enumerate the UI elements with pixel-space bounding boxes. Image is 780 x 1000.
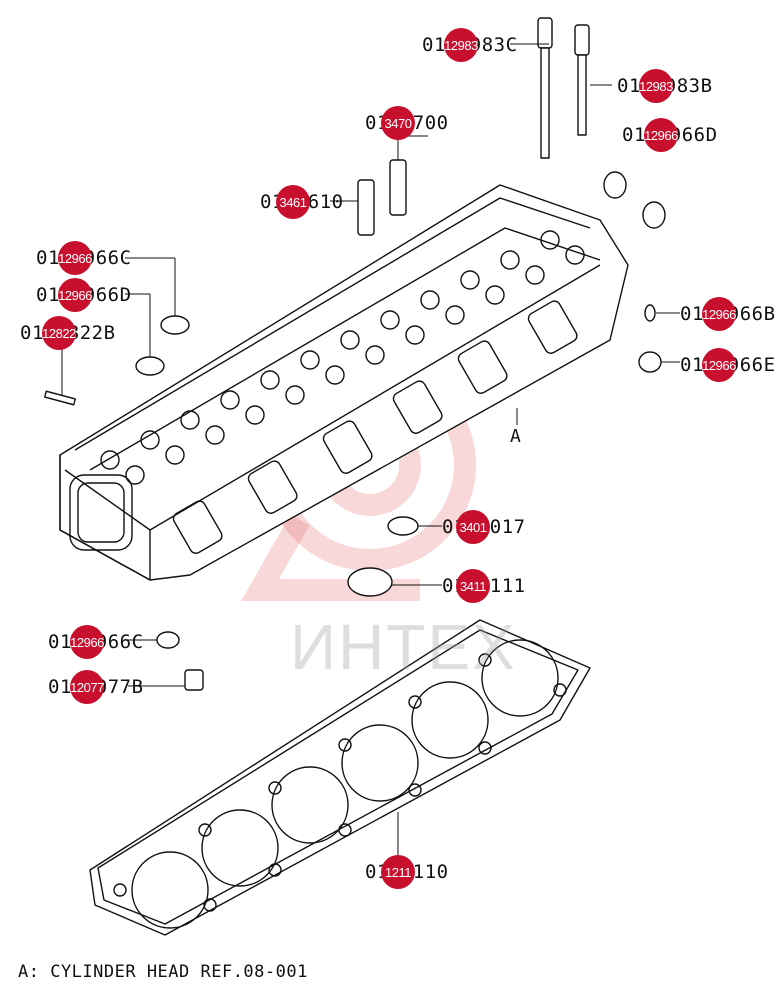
cylinder-head [59,184,629,581]
callout-washer-right-top[interactable]: 0112966D 12966 [622,118,718,152]
washer-bottom-part [156,631,180,649]
head-bolt-long-part [537,17,553,159]
reference-note: A: CYLINDER HEAD REF.08-001 [18,962,308,982]
callout-head-bolt-short[interactable]: 0112983B 12983 [617,69,713,103]
stud-left-part [44,390,76,406]
callout-washer-left-lower[interactable]: 0112966D 12966 [36,278,132,312]
callout-stud-left[interactable]: 0112822B 12822 [20,316,116,350]
intake-ports [172,300,578,554]
callout-washer-bottom[interactable]: 0112966C 12966 [48,625,144,659]
watermark-text: ИНТЕХ [290,611,517,683]
washer-right-lower-part [638,351,662,373]
part-badge[interactable]: 12966 [58,241,92,275]
part-badge[interactable]: 3401 [456,510,490,544]
washer-left-lower-part [135,356,165,376]
head-bolt-short-part [574,24,590,136]
callout-washer-right-lower[interactable]: 0112966E 12966 [680,348,776,382]
plug-right-part [644,304,656,322]
callout-washer-left-upper[interactable]: 0112966C 12966 [36,241,132,275]
part-badge[interactable]: 12966 [58,278,92,312]
callout-head-gasket[interactable]: 0112110 1211 [365,855,449,889]
part-badge[interactable]: 3470 [381,106,415,140]
part-badge[interactable]: 1211 [381,855,415,889]
pipe-upper-part [389,159,407,216]
bolt-bottom-part [184,669,204,691]
part-badge[interactable]: 12966 [644,118,678,152]
callout-pipe-lower[interactable]: 0134610 3461 [260,185,344,219]
part-badge[interactable]: 12983 [444,28,478,62]
leader-lines [61,43,680,856]
callout-plug-right[interactable]: 0112966B 12966 [680,297,776,331]
part-badge[interactable]: 3411 [456,569,490,603]
reference-letter-label: A [510,426,521,447]
seal-large-part [347,567,393,597]
callout-seal-small[interactable]: 0134017 3401 [442,510,526,544]
valve-ports [100,230,585,485]
washer-right-top-part [603,171,627,199]
callout-pipe-upper[interactable]: 0134700 3470 [365,106,449,140]
part-badge[interactable]: 12966 [70,625,104,659]
part-badge[interactable]: 12077 [70,670,104,704]
part-badge[interactable]: 12966 [702,348,736,382]
pipe-lower-part [357,179,375,236]
callout-bolt-bottom[interactable]: 0112077B 12077 [48,670,144,704]
part-badge[interactable]: 12822 [42,316,76,350]
part-badge[interactable]: 12966 [702,297,736,331]
part-badge[interactable]: 3461 [276,185,310,219]
head-gasket-part [89,619,591,936]
callout-head-bolt-long[interactable]: 0112983C 12983 [422,28,518,62]
washer-left-upper-part [160,315,190,335]
part-badge[interactable]: 12983 [639,69,673,103]
seal-small-part [387,516,419,536]
